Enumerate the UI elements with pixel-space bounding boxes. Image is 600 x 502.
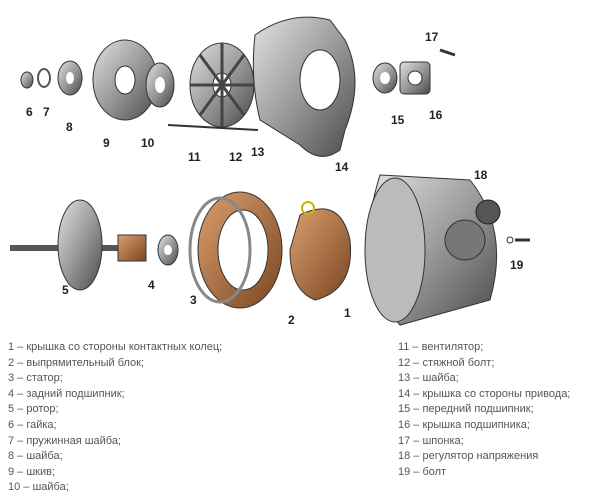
callout-8: 8	[66, 120, 73, 134]
washer-10-part	[145, 62, 175, 108]
callout-6: 6	[26, 105, 33, 119]
legend-item: 19 – болт	[398, 465, 447, 478]
legend-item: 8 – шайба;	[8, 450, 63, 463]
fan-part	[189, 42, 255, 128]
legend-item: 6 – гайка;	[8, 418, 57, 431]
stator-part	[188, 191, 283, 309]
legend-item: 12 – стяжной болт;	[398, 356, 495, 369]
callout-12: 12	[229, 150, 243, 164]
callout-1: 1	[344, 306, 351, 320]
callout-17: 17	[425, 30, 439, 44]
legend-item: 18 – регулятор напряжения	[398, 450, 539, 463]
legend-item: 16 – крышка подшипника;	[398, 418, 530, 431]
callout-16: 16	[429, 108, 443, 122]
key-part	[439, 48, 456, 57]
legend-item: 4 – задний подшипник;	[8, 387, 125, 400]
legend-item: 7 – пружинная шайба;	[8, 434, 122, 447]
callout-5: 5	[62, 283, 69, 297]
spring-washer-part	[37, 68, 51, 88]
bearing-cover-part	[399, 61, 431, 95]
callout-2: 2	[288, 313, 295, 327]
legend-item: 3 – статор;	[8, 372, 63, 385]
callout-11: 11	[188, 150, 201, 164]
rectifier-block-part	[289, 201, 352, 301]
callout-19: 19	[510, 258, 524, 272]
callout-18: 18	[474, 168, 488, 182]
legend-item: 13 – шайба;	[398, 372, 459, 385]
alternator-exploded-view: 1 2 3 4 5 6 7 8 9 10 11 12 13 14 15 16 1…	[10, 16, 530, 327]
legend-right-column: 11 – вентилятор; 12 – стяжной болт; 13 –…	[398, 340, 570, 480]
washer-part	[57, 60, 83, 96]
bolt-part	[506, 236, 530, 244]
legend-left-column: 1 – крышка со стороны контактных колец; …	[8, 340, 222, 496]
legend-item: 9 – шкив;	[8, 465, 56, 478]
drive-end-cover-part	[252, 16, 356, 157]
callout-9: 9	[103, 136, 110, 150]
legend-item: 10 – шайба;	[8, 481, 69, 494]
front-bearing-part	[372, 62, 398, 94]
nut-part	[20, 71, 34, 89]
rear-bearing-part	[157, 234, 179, 266]
callout-10: 10	[141, 136, 155, 150]
callout-3: 3	[190, 293, 197, 307]
callout-14: 14	[335, 160, 349, 174]
callout-7: 7	[43, 105, 50, 119]
legend-item: 1 – крышка со стороны контактных колец;	[8, 341, 223, 353]
rotor-part	[10, 199, 147, 291]
legend-item: 15 – передний подшипник;	[398, 403, 534, 416]
legend-item: 2 – выпрямительный блок;	[8, 356, 145, 369]
callout-13: 13	[251, 145, 265, 159]
voltage-regulator-part	[475, 199, 501, 225]
slip-ring-end-cover-part	[364, 174, 498, 326]
legend-item: 5 – ротор;	[8, 403, 59, 416]
legend-item: 14 – крышка со стороны привода;	[398, 387, 571, 400]
legend-item: 11 – вентилятор;	[398, 341, 484, 353]
callout-4: 4	[148, 278, 155, 292]
tie-bolt-part	[167, 124, 259, 131]
legend-item: 17 – шпонка;	[398, 434, 464, 447]
callout-15: 15	[391, 113, 405, 127]
